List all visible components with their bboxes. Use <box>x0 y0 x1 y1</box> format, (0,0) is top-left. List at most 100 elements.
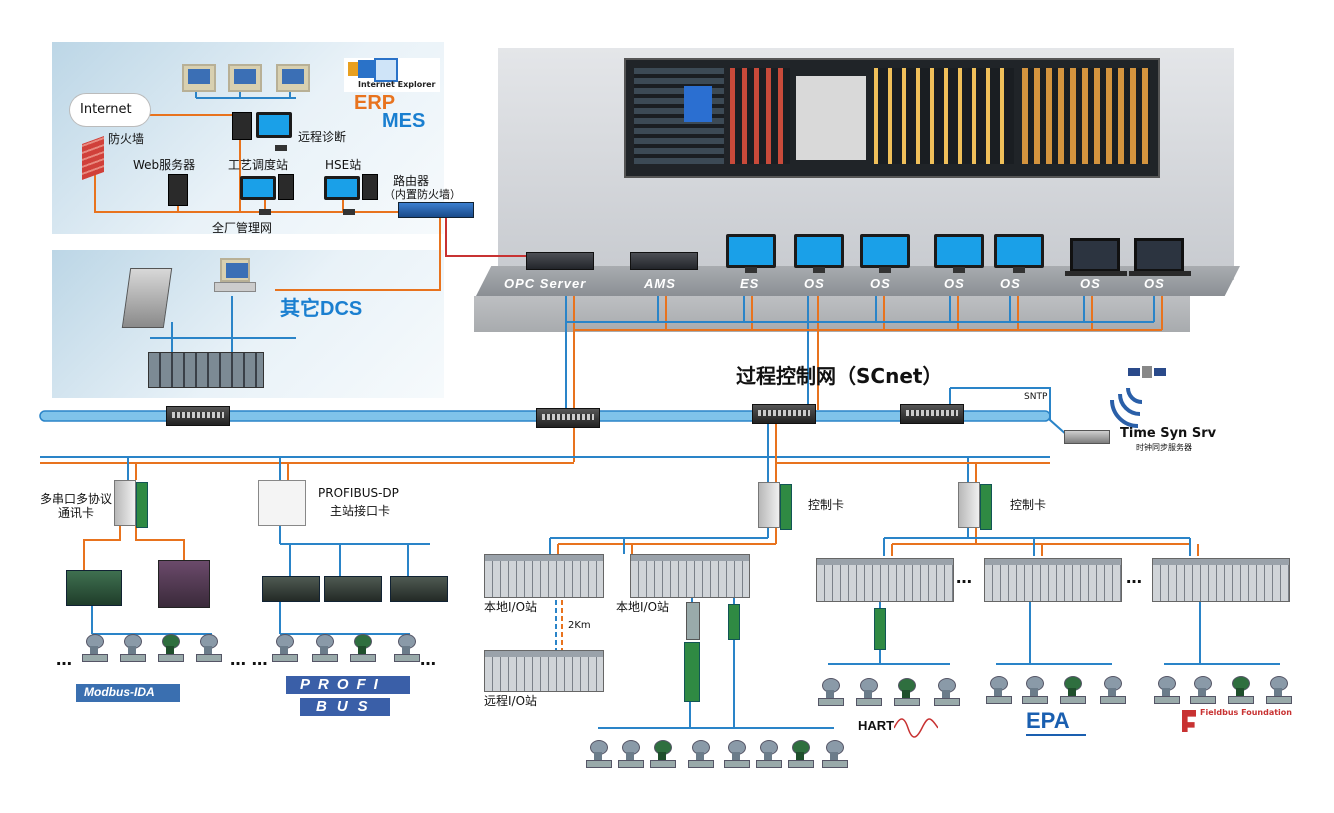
ie-logo-icon: Internet Explorer <box>344 58 440 92</box>
web-server-icon <box>168 174 188 206</box>
router-label-1: 路由器 <box>393 174 430 188</box>
pressure-transmitter-icon <box>272 634 298 664</box>
internet-label: Internet <box>80 102 132 117</box>
control-card-icon <box>758 482 780 528</box>
flow-meter-icon <box>934 678 960 708</box>
es-monitor-icon <box>726 234 776 273</box>
os-monitor-icon <box>934 234 984 273</box>
control-card-label: 控制卡 <box>1010 498 1047 512</box>
other-dcs-label: 其它DCS <box>280 298 363 320</box>
control-valve-icon <box>158 634 184 664</box>
flow-meter-icon <box>394 634 420 664</box>
time-server-sublabel: 时钟同步服务器 <box>1136 443 1192 452</box>
pressure-transmitter-icon <box>312 634 338 664</box>
pc-icon <box>228 64 262 92</box>
diag-server-icon <box>232 112 252 140</box>
router-label-2: （内置防火墙） <box>384 188 461 201</box>
network-switch <box>536 408 600 428</box>
router-icon <box>398 202 474 218</box>
flow-meter-icon <box>822 740 848 770</box>
pressure-transmitter-icon <box>618 740 644 770</box>
io-rack-icon <box>816 558 954 602</box>
large-screen-display <box>624 58 1160 178</box>
control-valve-icon <box>894 678 920 708</box>
console-desk-front <box>474 296 1190 332</box>
io-rack-icon <box>1152 558 1290 602</box>
control-valve-icon <box>650 740 676 770</box>
pc-icon <box>182 64 216 92</box>
pressure-transmitter-icon <box>724 740 750 770</box>
local-io-label: 本地I/O站 <box>616 600 670 614</box>
pressure-transmitter-icon <box>120 634 146 664</box>
erp-label: ERP <box>354 92 396 114</box>
pressure-transmitter-icon <box>82 634 108 664</box>
internet-cloud-icon <box>70 94 150 126</box>
os-laptop-icon <box>1065 238 1127 276</box>
io-rack-icon <box>630 554 750 598</box>
epa-logo: EPA <box>1022 708 1088 736</box>
multi-serial-label-1: 多串口多协议 <box>40 492 113 506</box>
os-monitor-icon <box>860 234 910 273</box>
control-valve-icon <box>350 634 376 664</box>
pressure-transmitter-icon <box>986 676 1012 706</box>
ams-server-icon <box>630 252 698 270</box>
control-card-board-icon <box>980 484 992 530</box>
ws-label-os: OS <box>1080 276 1101 291</box>
pressure-transmitter-icon <box>818 678 844 708</box>
hart-logo: HART <box>858 716 940 740</box>
profibus-logo: PROFI BUS <box>286 676 410 716</box>
scnet-title: 过程控制网（SCnet） <box>736 364 943 388</box>
network-switch <box>166 406 230 426</box>
flow-meter-icon <box>688 740 714 770</box>
diag-monitor-icon <box>256 112 292 151</box>
ellipsis: … <box>1126 568 1142 587</box>
multi-serial-card-board-icon <box>136 482 148 528</box>
satellite-icon <box>1128 362 1166 382</box>
operator-console-icon <box>121 268 173 328</box>
control-card-board-icon <box>780 484 792 530</box>
process-station-tower-icon <box>278 174 294 200</box>
terminal-board-icon <box>728 604 740 640</box>
profibus-card-label-2: 主站接口卡 <box>330 504 391 518</box>
plc-icon <box>390 576 448 602</box>
io-rack-icon <box>484 554 604 598</box>
hse-station-label: HSE站 <box>325 158 362 172</box>
ws-label-os: OS <box>870 276 891 291</box>
control-card-icon <box>958 482 980 528</box>
pressure-transmitter-icon <box>856 678 882 708</box>
plant-network-label: 全厂管理网 <box>212 221 273 235</box>
pressure-transmitter-icon <box>1154 676 1180 706</box>
hse-tower-icon <box>362 174 378 200</box>
modbus-logo: Modbus-IDA <box>76 684 180 702</box>
distance-label: 2Km <box>568 620 591 631</box>
flow-meter-icon <box>196 634 222 664</box>
network-switch <box>900 404 964 424</box>
os-laptop-icon <box>1129 238 1191 276</box>
web-server-label: Web服务器 <box>133 158 196 172</box>
control-valve-icon <box>788 740 814 770</box>
firewall-label: 防火墙 <box>108 132 145 146</box>
flow-meter-icon <box>1100 676 1126 706</box>
keyboard-icon <box>214 282 256 292</box>
ws-label-os: OS <box>1144 276 1165 291</box>
plc-icon <box>66 570 122 606</box>
profibus-card-icon <box>258 480 306 526</box>
pressure-transmitter-icon <box>756 740 782 770</box>
os-monitor-icon <box>994 234 1044 273</box>
control-valve-icon <box>1228 676 1254 706</box>
rtu-icon <box>158 560 210 608</box>
mes-label: MES <box>382 110 426 132</box>
ws-label-os: OS <box>944 276 965 291</box>
time-server-icon <box>1064 430 1110 444</box>
pressure-transmitter-icon <box>1190 676 1216 706</box>
terminal-board-icon <box>684 642 700 702</box>
time-server-label: Time Syn Srv <box>1120 426 1217 441</box>
ws-label-os: OS <box>1000 276 1021 291</box>
terminal-board-icon <box>874 608 886 650</box>
os-monitor-icon <box>794 234 844 273</box>
hse-monitor-icon <box>324 176 360 215</box>
ws-label-es: ES <box>740 276 760 291</box>
multi-serial-label-2: 通讯卡 <box>58 506 95 520</box>
ellipsis: … <box>56 650 72 669</box>
ws-label-os: OS <box>804 276 825 291</box>
